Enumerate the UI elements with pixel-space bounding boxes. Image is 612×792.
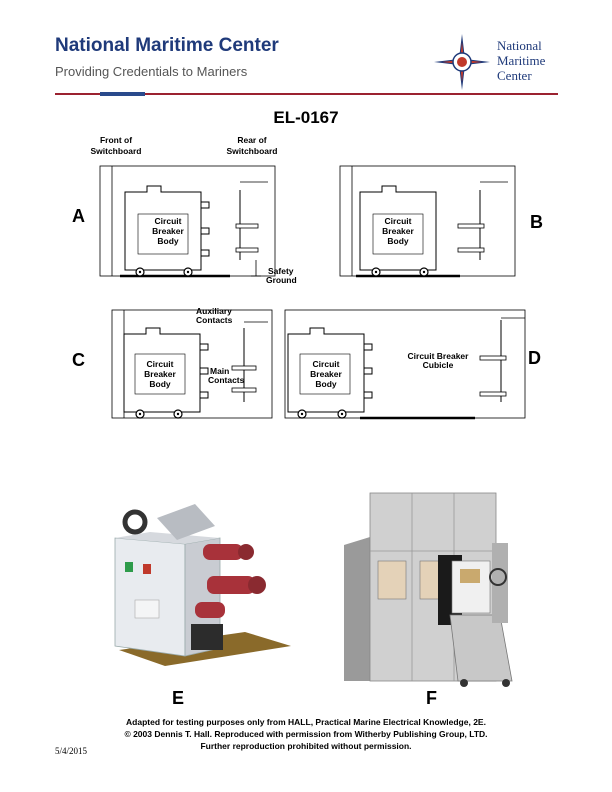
safety-ground-label: Safety (268, 266, 294, 276)
safety-ground-label: Ground (266, 275, 297, 285)
main-contacts-label: Main (210, 366, 229, 376)
breaker-body-label: Circuit (147, 359, 174, 369)
breaker-body-label: Body (149, 379, 171, 389)
cubicle-label: Circuit Breaker (408, 351, 470, 361)
panel-b (339, 165, 516, 278)
option-letter: C (72, 350, 85, 370)
panel-c (111, 309, 273, 419)
option-letter: B (530, 212, 543, 232)
logo-text-line: Center (497, 68, 532, 83)
panel-d (284, 309, 526, 420)
breaker-body-label: Body (157, 236, 179, 246)
credit-line: © 2003 Dennis T. Hall. Reproduced with p… (124, 729, 488, 739)
breaker-position-diagram: Front of Switchboard Rear of Switchboard… (72, 135, 543, 420)
switchgear-photo-f (344, 492, 513, 687)
rear-label: Switchboard (226, 146, 277, 156)
auxiliary-contacts-label: Auxiliary (196, 306, 232, 316)
front-label: Switchboard (90, 146, 141, 156)
header-rule-accent (100, 92, 145, 96)
breaker-body-label: Circuit (313, 359, 340, 369)
breaker-body-label: Breaker (382, 226, 414, 236)
breaker-body-label: Breaker (310, 369, 342, 379)
cubicle-label: Cubicle (423, 360, 454, 370)
logo-text: National Maritime Center (497, 38, 545, 83)
page-date: 5/4/2015 (55, 746, 88, 756)
credit-line: Further reproduction prohibited without … (200, 741, 412, 751)
header-subtitle: Providing Credentials to Mariners (55, 64, 248, 79)
main-contacts-label: Contacts (208, 375, 245, 385)
breaker-body-label: Circuit (155, 216, 182, 226)
header-title: National Maritime Center (55, 35, 279, 56)
compass-rose-seal-icon (434, 34, 490, 90)
photo-label-f: F (426, 688, 437, 708)
credit-line: Adapted for testing purposes only from H… (126, 717, 486, 727)
rear-label: Rear of (237, 135, 266, 145)
logo-text-line: National (497, 38, 542, 53)
breaker-body-label: Body (387, 236, 409, 246)
breaker-photo-e (114, 504, 291, 666)
logo-text-line: Maritime (497, 53, 546, 68)
option-letter: D (528, 348, 541, 368)
breaker-body-label: Body (315, 379, 337, 389)
option-letter: A (72, 206, 85, 226)
header-rule (55, 93, 558, 95)
front-label: Front of (100, 135, 132, 145)
breaker-body-label: Circuit (385, 216, 412, 226)
photo-label-e: E (172, 688, 185, 708)
auxiliary-contacts-label: Contacts (196, 315, 233, 325)
credit-note: Adapted for testing purposes only from H… (0, 716, 612, 752)
question-id: EL-0167 (273, 108, 339, 127)
breaker-body-label: Breaker (144, 369, 176, 379)
breaker-body-label: Breaker (152, 226, 184, 236)
panel-a (99, 165, 276, 278)
